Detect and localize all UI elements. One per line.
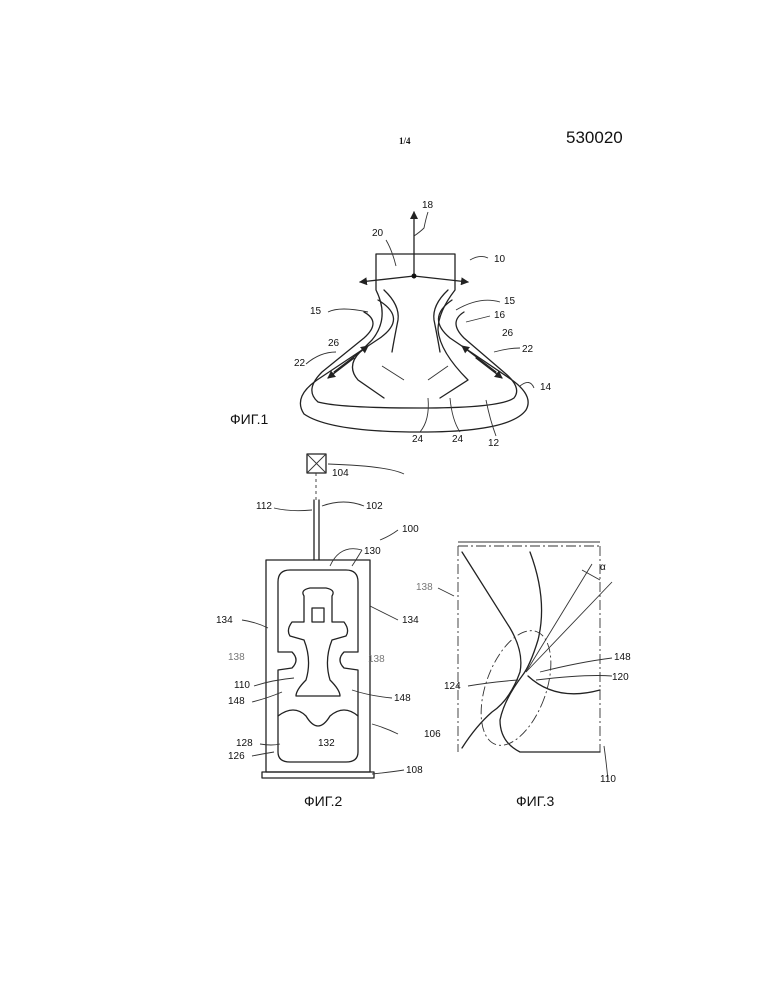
fig2-label-104: 104 [332, 468, 349, 479]
fig1-leader-24b [450, 398, 460, 432]
fig2-label-110: 110 [234, 680, 250, 691]
fig3-label-120: 120 [612, 672, 629, 683]
figure-3: 138 α 148 124 120 110 ФИГ.3 [416, 542, 631, 809]
fig1-label-20: 20 [372, 228, 384, 239]
fig2-leader-126 [252, 752, 274, 756]
fig1-label-26a: 26 [328, 338, 340, 349]
fig3-caption: ФИГ.3 [516, 793, 554, 809]
figure-2: 104 112 102 100 130 134 134 138 138 110 … [216, 454, 441, 809]
fig1-leader-20 [386, 240, 396, 266]
fig2-top-stub [312, 608, 324, 622]
fig2-label-112: 112 [256, 501, 272, 512]
fig2-label-102: 102 [366, 501, 383, 512]
fig1-center-dot [412, 274, 417, 279]
fig2-label-148a: 148 [228, 696, 245, 707]
fig2-leader-100 [380, 530, 398, 540]
fig1-leader-15a [328, 309, 368, 312]
fig2-leader-134b [370, 606, 398, 620]
fig1-body-outline [352, 254, 468, 398]
fig2-label-108: 108 [406, 765, 423, 776]
fig1-line-24b [428, 366, 448, 380]
fig3-profile-left [462, 552, 521, 748]
fig1-leader-24a [420, 398, 428, 432]
fig2-label-128: 128 [236, 738, 253, 749]
fig1-label-10: 10 [494, 254, 506, 265]
fig1-label-12: 12 [488, 438, 500, 449]
fig3-angle-line-b [526, 582, 612, 672]
fig2-cavity-wave [278, 710, 358, 726]
fig1-label-14: 14 [540, 382, 552, 393]
fig3-leader-120 [536, 676, 612, 681]
fig2-leader-110 [254, 678, 294, 686]
fig2-base-plate [262, 772, 374, 778]
fig1-label-24a: 24 [412, 434, 424, 445]
fig1-shroud-inner [312, 312, 517, 408]
fig2-leader-128 [260, 744, 280, 745]
fig1-label-26b: 26 [502, 328, 514, 339]
fig1-leader-12 [486, 400, 496, 436]
fig2-label-138a: 138 [228, 652, 245, 663]
fig1-arrow-right [414, 276, 468, 282]
fig1-arrow-26-left [334, 346, 368, 372]
fig1-line-24a [382, 366, 404, 380]
fig1-label-15b: 15 [504, 296, 516, 307]
fig2-label-130: 130 [364, 546, 381, 557]
fig1-label-22b: 22 [522, 344, 534, 355]
fig2-label-138b: 138 [368, 654, 385, 665]
fig3-label-alpha: α [600, 562, 606, 573]
fig2-inner-mould [278, 570, 358, 762]
fig1-arrow-left [360, 276, 414, 282]
fig2-leader-134a [242, 620, 268, 628]
fig2-caption: ФИГ.2 [304, 793, 342, 809]
fig2-label-100: 100 [402, 524, 419, 535]
fig1-leader-22a [306, 352, 336, 364]
fig2-label-134b: 134 [402, 615, 419, 626]
fig1-arrow-22-left [328, 358, 354, 378]
fig1-leader-14 [520, 382, 534, 388]
fig1-label-16: 16 [494, 310, 506, 321]
fig2-leader-112 [274, 508, 312, 511]
fig2-label-132: 132 [318, 738, 335, 749]
fig3-label-124: 124 [444, 681, 461, 692]
fig2-label-126: 126 [228, 751, 245, 762]
fig3-label-138: 138 [416, 582, 433, 593]
fig1-label-18: 18 [422, 200, 434, 211]
fig1-leader-22b [494, 348, 520, 352]
fig3-angle-arc [582, 570, 600, 580]
fig1-leader-15b [456, 300, 500, 310]
fig1-label-15a: 15 [310, 306, 322, 317]
fig2-leader-108 [372, 770, 404, 774]
fig2-label-106: 106 [424, 729, 441, 740]
fig1-label-22a: 22 [294, 358, 306, 369]
fig2-label-134a: 134 [216, 615, 233, 626]
fig3-label-148: 148 [614, 652, 631, 663]
fig3-angle-line-a [526, 564, 592, 672]
fig3-leader-124 [468, 680, 518, 686]
fig2-leader-106 [372, 724, 398, 734]
fig3-inner-curve [528, 676, 600, 694]
fig2-leader-102 [322, 502, 364, 506]
figure-1: 18 20 10 15 15 16 26 26 22 22 14 24 24 1… [230, 200, 552, 449]
fig2-part [288, 588, 347, 696]
fig2-label-148b: 148 [394, 693, 411, 704]
fig1-leader-18 [414, 212, 428, 236]
fig3-leader-138 [438, 588, 454, 596]
fig2-leader-130b [352, 550, 362, 566]
fig1-leader-16 [466, 316, 490, 322]
fig1-arrow-26-right [462, 346, 496, 372]
fig1-caption: ФИГ.1 [230, 411, 268, 427]
fig3-label-110: 110 [600, 774, 616, 785]
fig1-leader-10 [470, 256, 488, 260]
fig1-label-24b: 24 [452, 434, 464, 445]
